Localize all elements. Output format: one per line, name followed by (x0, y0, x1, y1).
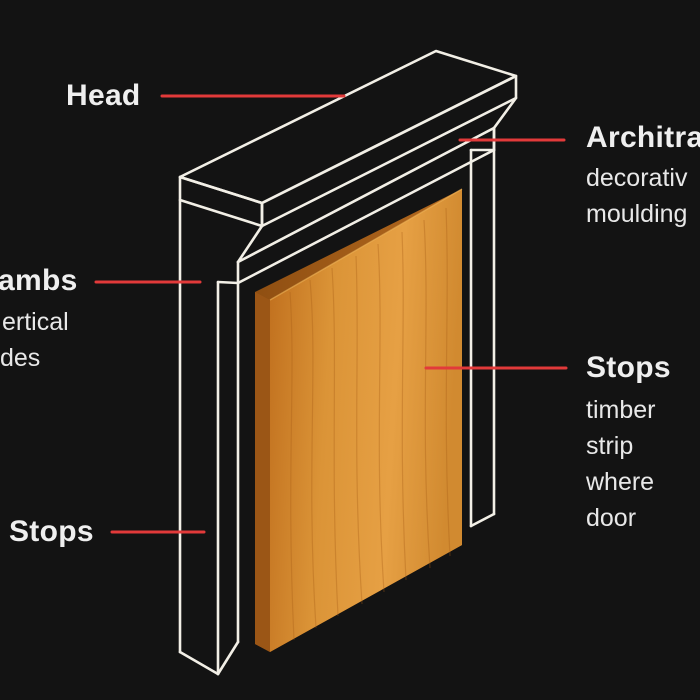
label-stops-right: Stops (586, 351, 671, 384)
label-architrave-desc-2: moulding (586, 200, 688, 228)
label-jambs: ambs (0, 264, 78, 297)
label-stops-left: Stops (9, 515, 94, 548)
label-stops-right-desc-4: door (586, 504, 637, 532)
leader-lines (94, 94, 568, 534)
wood-grain (289, 207, 451, 641)
label-stops-right-desc-2: strip (586, 432, 634, 460)
label-jambs-desc-1: ertical (2, 308, 69, 336)
label-jambs-desc-2: des (0, 344, 41, 372)
door-frame-outline (178, 49, 518, 676)
label-stops-right-desc-1: timber (586, 396, 656, 424)
label-architrave-desc-1: decorativ (586, 164, 688, 192)
door-panel (255, 188, 463, 652)
label-stops-right-desc-3: where (586, 468, 655, 496)
label-architrave: Architra (586, 121, 700, 154)
label-head: Head (66, 79, 141, 112)
